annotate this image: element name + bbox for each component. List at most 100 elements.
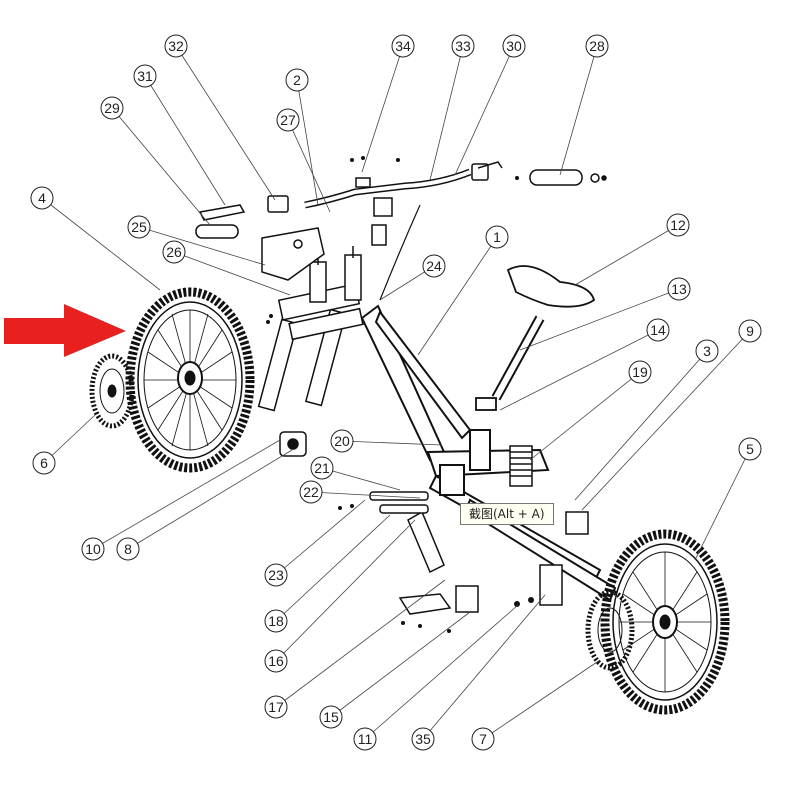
callout-circle [164, 34, 188, 58]
callout-circle [264, 609, 288, 633]
leader-line [275, 514, 391, 622]
leader-line [519, 288, 680, 351]
leader-line [694, 448, 751, 561]
handlebar [195, 161, 503, 246]
callout-number: 16 [268, 653, 284, 669]
callout-circle [391, 34, 415, 58]
callout-number: 19 [632, 364, 648, 380]
callout-number: 33 [455, 38, 471, 54]
callout-circle [310, 456, 334, 480]
callout-circle [100, 96, 124, 120]
leader-line [310, 491, 421, 499]
part-callout: 30 [502, 34, 526, 58]
callout-circle [264, 695, 288, 719]
leader-line [581, 330, 751, 511]
callout-circle [81, 537, 105, 561]
part-callout: 31 [133, 64, 157, 88]
callout-circle [116, 537, 140, 561]
callout-circle [32, 451, 56, 475]
part-callout: 6 [32, 451, 56, 475]
callout-number: 27 [280, 112, 296, 128]
part-callout: 24 [422, 254, 446, 278]
callout-circle [299, 480, 323, 504]
part-callout: 12 [666, 213, 690, 237]
leader-lines [41, 45, 751, 740]
right-grip [529, 169, 607, 186]
callout-number: 30 [506, 38, 522, 54]
leader-line [43, 414, 96, 464]
front-fork [257, 246, 364, 412]
red-arrow-indicator [4, 304, 126, 357]
leader-line [275, 499, 366, 576]
callout-number: 7 [479, 731, 487, 747]
callout-number: 6 [40, 455, 48, 471]
part-callout: 21 [310, 456, 334, 480]
part-callout: 25 [127, 215, 151, 239]
callout-circle [319, 705, 343, 729]
callout-circle [330, 429, 354, 453]
part-callout: 9 [738, 319, 762, 343]
callout-number: 15 [323, 709, 339, 725]
callout-number: 26 [166, 244, 182, 260]
rear-wheel [600, 529, 730, 715]
main-frame [360, 304, 617, 602]
hardware-bolts [266, 156, 534, 633]
part-callout: 26 [162, 240, 186, 264]
part-callout: 15 [319, 705, 343, 729]
part-callout: 13 [667, 277, 691, 301]
callout-number: 29 [104, 100, 120, 116]
part-callout: 28 [585, 34, 609, 58]
callout-circle [162, 240, 186, 264]
leader-line [559, 45, 598, 176]
callout-number: 12 [670, 217, 686, 233]
part-callout: 32 [164, 34, 188, 58]
leader-line [499, 329, 659, 411]
leader-line [175, 45, 276, 201]
callout-number: 32 [168, 38, 184, 54]
leader-line [361, 45, 404, 173]
callout-circle [738, 437, 762, 461]
part-callout: 14 [646, 318, 670, 342]
part-callout: 11 [353, 727, 377, 751]
part-callout: 18 [264, 609, 288, 633]
leader-line [127, 449, 293, 550]
leader-line [275, 579, 446, 708]
leader-line [454, 45, 515, 176]
screenshot-tooltip: 截图(Alt + A) [460, 503, 554, 525]
leader-line [92, 439, 281, 550]
leader-line [574, 224, 679, 286]
rear-brake-disc [585, 589, 635, 671]
part-callout: 16 [264, 649, 288, 673]
callout-circle [451, 34, 475, 58]
callout-number: 14 [650, 322, 666, 338]
part-callout: 1 [485, 225, 509, 249]
callout-number: 21 [314, 460, 330, 476]
callout-circle [585, 34, 609, 58]
callout-circle [422, 254, 446, 278]
callout-number: 9 [746, 323, 754, 339]
callout-number: 20 [334, 433, 350, 449]
part-callout: 27 [276, 108, 300, 132]
callout-circle [666, 213, 690, 237]
callout-circle [485, 225, 509, 249]
callout-circle [738, 319, 762, 343]
leader-line [529, 371, 641, 461]
leader-line [330, 611, 471, 718]
callout-number: 35 [415, 731, 431, 747]
part-callout: 17 [264, 695, 288, 719]
callout-number: 4 [38, 190, 46, 206]
leader-line [321, 467, 401, 491]
callout-circle [276, 108, 300, 132]
callout-number: 10 [85, 541, 101, 557]
callout-circle [30, 186, 54, 210]
leader-line [287, 119, 331, 213]
leader-line [41, 197, 161, 291]
callout-circle [646, 318, 670, 342]
part-callout: 7 [471, 727, 495, 751]
callout-number: 23 [268, 567, 284, 583]
part-callout: 33 [451, 34, 475, 58]
leader-line [341, 440, 443, 446]
callout-number: 8 [124, 541, 132, 557]
leader-line [417, 236, 498, 356]
